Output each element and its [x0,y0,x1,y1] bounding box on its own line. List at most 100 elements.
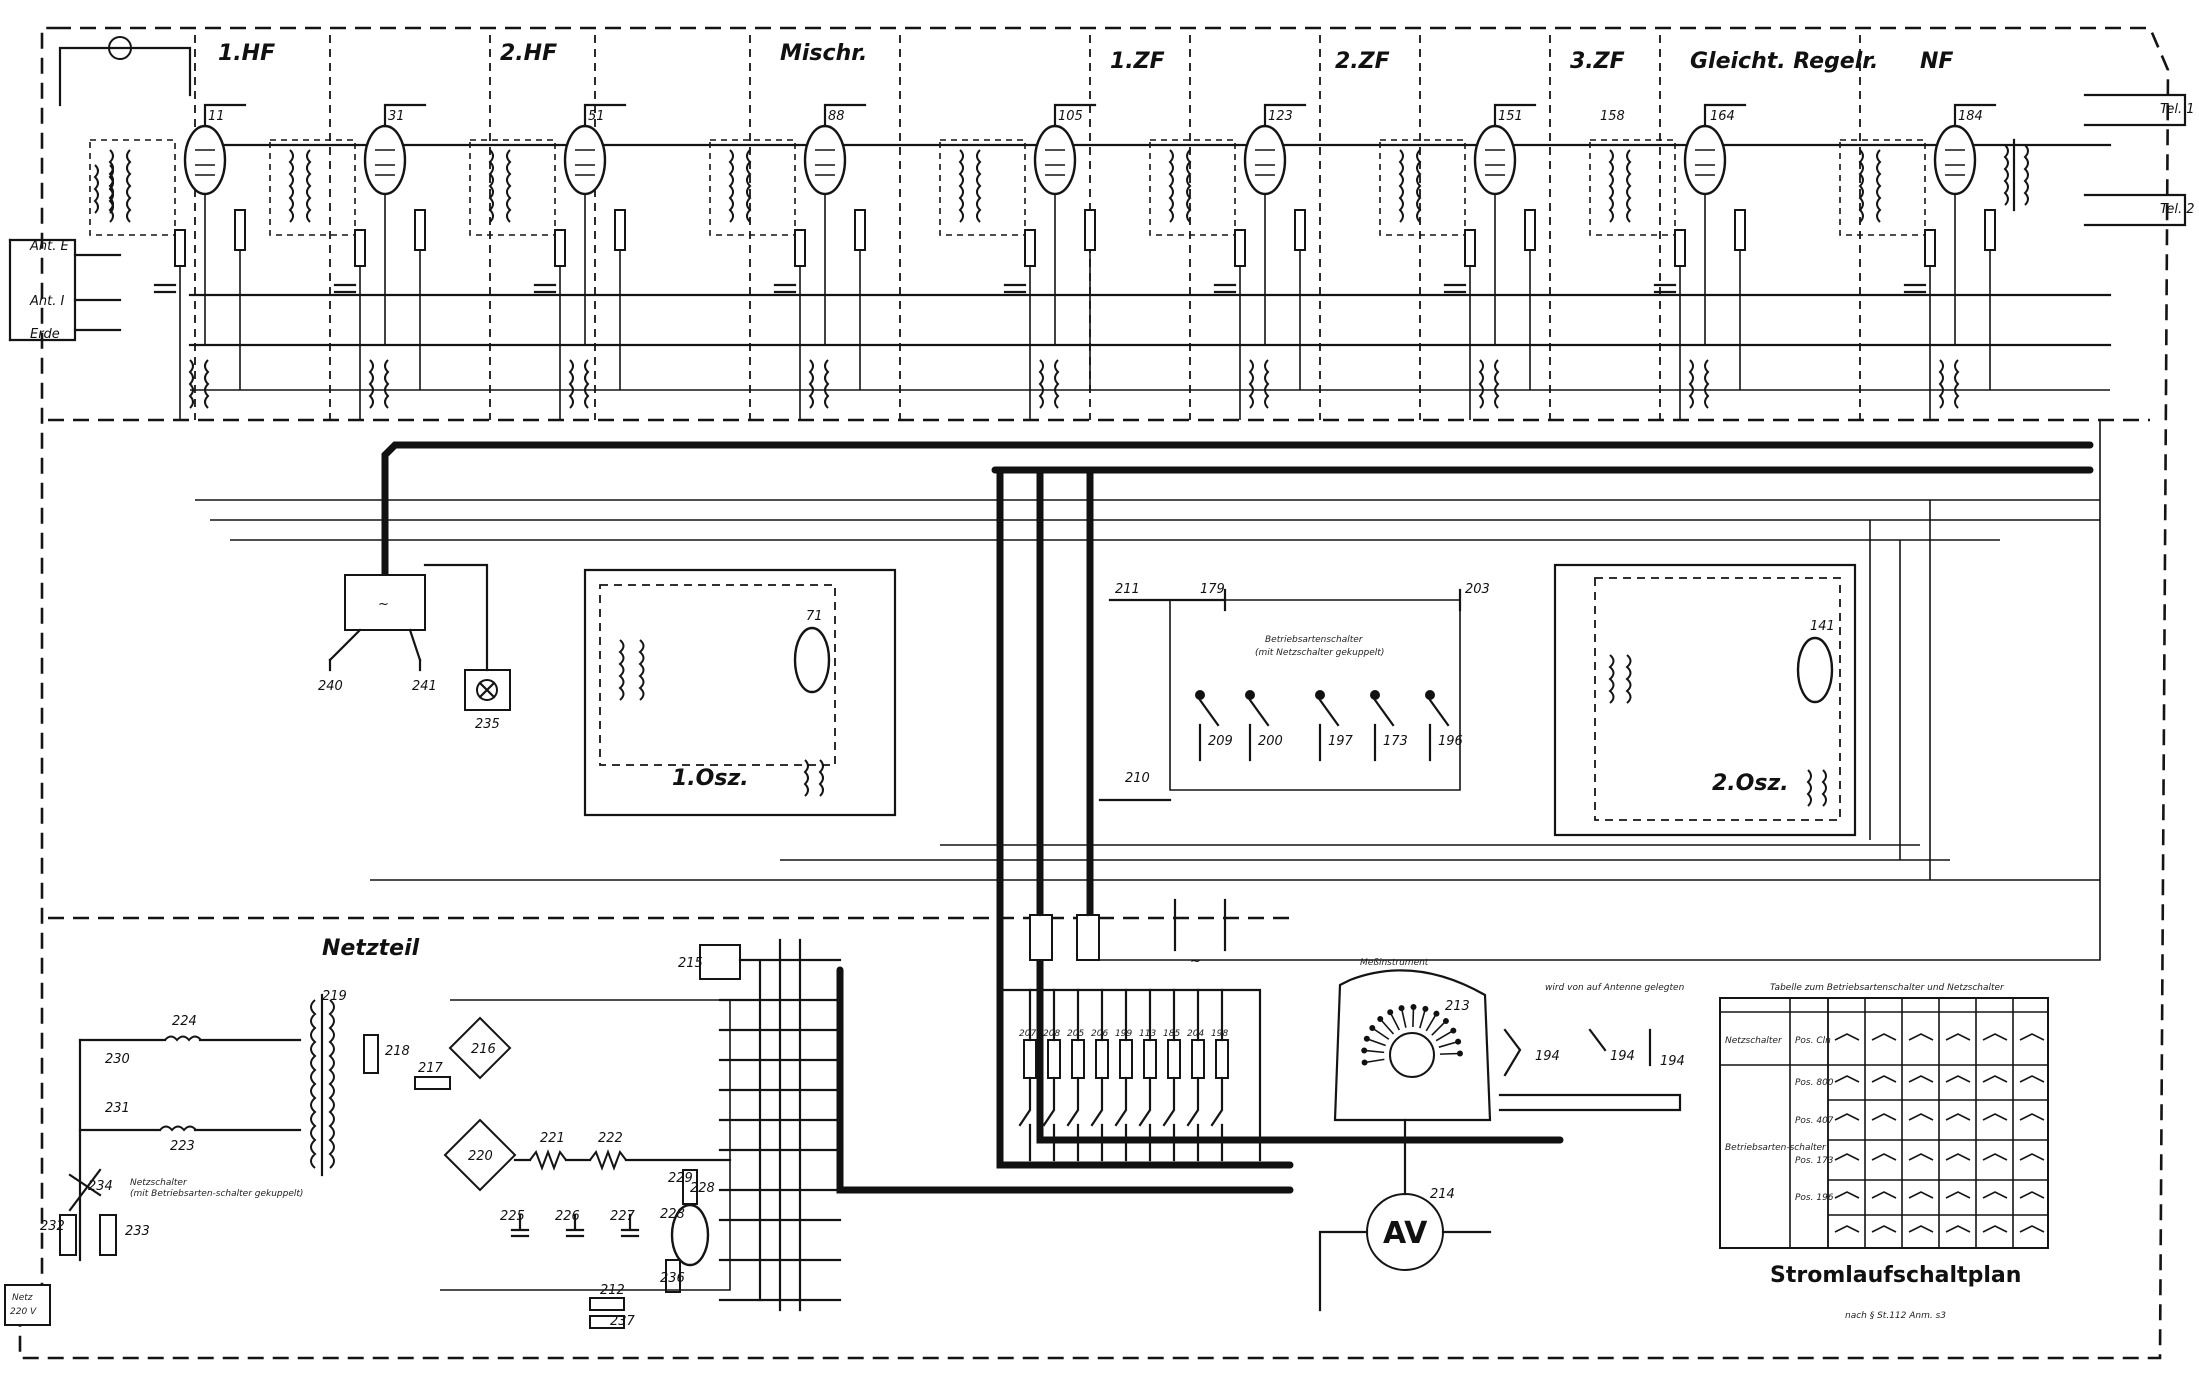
table-row-betriebsart: Betriebsarten-schalter [1725,1143,1827,1153]
comp-210: 210 [1125,771,1150,786]
mains-netz-label: Netz [12,1293,33,1303]
amplifier-stage [1589,103,1747,420]
comp-236: 236 [660,1271,685,1286]
ant-e-label: Ant. E [29,239,69,254]
tube-number: 158 [1600,109,1625,124]
schematic-title-note: nach § St.112 Anm. s3 [1845,1311,1946,1321]
amplifier-stage [709,103,867,420]
comp-226: 226 [555,1209,580,1224]
meter-switch-caption: Meßinstrument [1360,958,1429,968]
comp-number: 207 [1019,1029,1036,1039]
comp-179: 179 [1200,582,1225,597]
mode-switch-contact: 173 [1370,690,1408,762]
bank-resistor: 206 [1090,988,1109,1162]
comp-231: 231 [105,1101,130,1116]
meter-av-label: AV [1383,1216,1428,1251]
osc2-label: 2.Osz. [1712,771,1789,796]
vacuum-tube-icon [1033,124,1077,196]
vacuum-tube-icon [1933,124,1977,196]
comp-230: 230 [105,1052,130,1067]
comp-number: 185 [1163,1029,1180,1039]
mains-transformer-block: ~ 240 241 235 [318,563,511,732]
tube-number: 228 [690,1181,715,1196]
meter-contact [1387,1009,1394,1016]
comp-213: 213 [1445,999,1470,1014]
comp-241: 241 [412,679,437,694]
distribution-wires [195,420,2101,961]
tube-number: 105 [1058,109,1083,124]
mains-voltage-label: 220 V [10,1307,37,1317]
table-pos-3: Pos. 173 [1795,1156,1834,1166]
table-pos-2: Pos. 407 [1795,1116,1834,1126]
vacuum-tube-icon [563,124,607,196]
bank-resistor: 198 [1210,988,1229,1162]
fuse-blocks: ~ [1029,878,1227,969]
meter-contact [1455,1038,1462,1045]
comp-number: 199 [1115,1029,1132,1039]
output-terminals: Tel. 1 Tel. 2 [2003,93,2194,227]
vacuum-tube-icon [1473,124,1517,196]
fuse-holder-1-icon [1029,914,1053,961]
mode-switch-contact: 196 [1425,690,1463,762]
meter-contact [1363,1035,1370,1042]
comp-215: 215 [678,956,703,971]
comp-number: 113 [1139,1029,1156,1039]
table-pos-1: Pos. 800 [1795,1078,1834,1088]
bank-resistor: 185 [1162,988,1181,1162]
comp-232: 232 [40,1219,65,1234]
svg-text:~: ~ [378,597,389,612]
meter-contact [1456,1050,1463,1057]
chassis-outline [18,26,2170,1360]
section-label-1hf: 1.HF [218,41,275,66]
erde-label: Erde [30,327,60,342]
comp-211: 211 [1115,582,1140,597]
schematic-title: Stromlaufschaltplan [1770,1263,2021,1288]
switch-table: Tabelle zum Betriebsartenschalter und Ne… [1719,983,2049,1249]
vacuum-tube-icon [1683,124,1727,196]
comp-203: 203 [1465,582,1490,597]
tube-number: 88 [828,109,845,124]
section-label-2hf: 2.HF [500,41,557,66]
comp-224: 224 [172,1014,197,1029]
vacuum-tube-icon [803,124,847,196]
comp-219: 219 [322,989,347,1004]
amplifier-stage [469,103,627,420]
comp-225: 225 [500,1209,525,1224]
tube-number: 141 [1810,619,1835,634]
section-label-nf: NF [1920,49,1953,74]
osc1-label: 1.Osz. [672,766,749,791]
comp-220: 220 [468,1149,493,1164]
comp-240: 240 [318,679,343,694]
comp-222: 222 [598,1131,623,1146]
table-title: Tabelle zum Betriebsartenschalter und Ne… [1770,983,2005,993]
section-label-regler: Gleicht. Regelr. [1690,49,1878,74]
vacuum-tube-icon [1243,124,1287,196]
tube-number: 71 [806,609,823,624]
svg-text:~: ~ [1190,954,1201,969]
ant-i-label: Ant. I [29,294,64,309]
amplifier-stage [939,103,1097,420]
fuse-holder-2-icon [1076,914,1100,961]
mode-switch-contact: 200 [1245,690,1283,762]
amplifier-stage [1379,103,1537,420]
amplifier-stage [269,103,427,420]
comp-216: 216 [471,1042,496,1057]
mains-plug-box [4,1284,51,1326]
section-label-3zf: 3.ZF [1570,49,1625,74]
tel1-label: Tel. 1 [2160,102,2194,117]
comp-number: 206 [1091,1029,1108,1039]
meter-contact [1377,1015,1384,1022]
comp-number: 205 [1067,1029,1084,1039]
comp-number: 209 [1208,734,1233,749]
comp-number: 198 [1211,1029,1228,1039]
meter-contact [1450,1027,1457,1034]
rf-if-chain [89,103,2112,420]
comp-218: 218 [385,1044,410,1059]
comp-number: 204 [1187,1029,1204,1039]
comp-223: 223 [170,1139,195,1154]
antenna-note: wird von auf Antenne gelegten [1545,983,1685,993]
meter-contact [1422,1005,1429,1012]
bank-resistor: 113 [1138,988,1157,1162]
